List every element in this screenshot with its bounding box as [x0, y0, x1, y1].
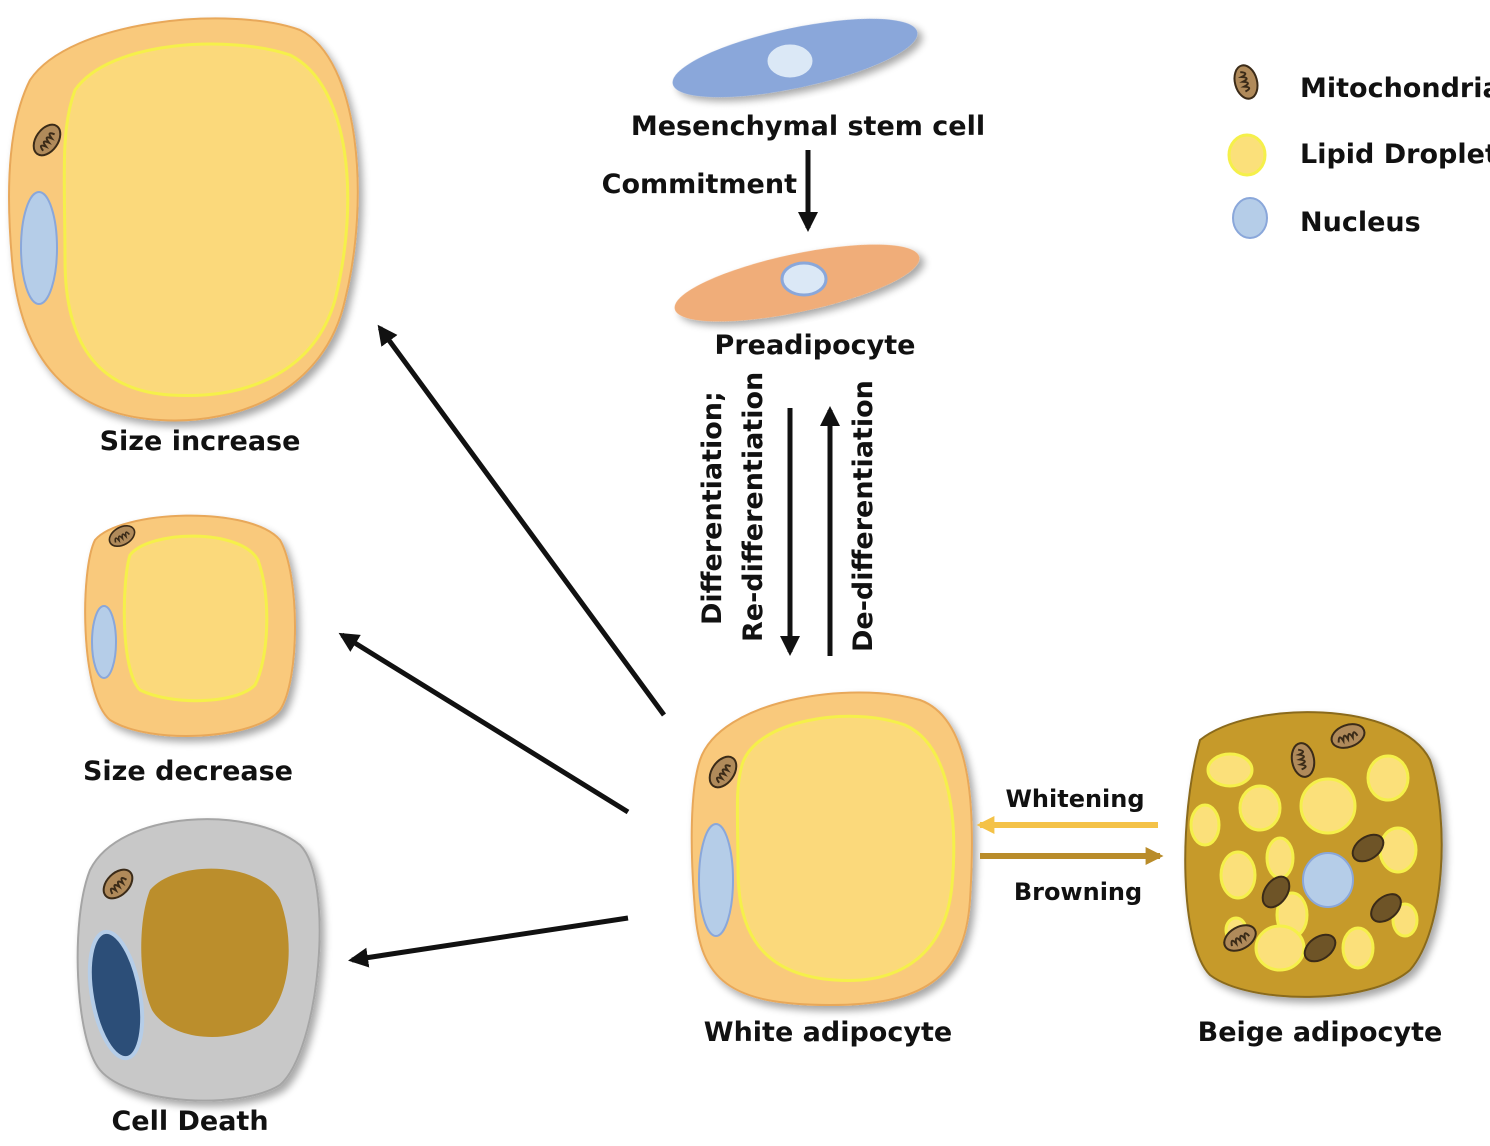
arrow-to-cell-death	[348, 915, 629, 968]
legend-nucleus-label: Nucleus	[1300, 207, 1421, 238]
beige-adipocyte-cell	[1184, 711, 1443, 998]
size-decrease-cell	[84, 514, 296, 738]
legend-nucleus-icon	[1232, 197, 1268, 239]
legend-lipid-droplet-label: Lipid Droplet	[1300, 139, 1490, 170]
legend: Mitochondria Lipid Droplet Nucleus	[1227, 61, 1490, 239]
white-adipocyte-cell	[690, 691, 974, 1007]
preadipocyte-cell	[674, 244, 920, 322]
size-decrease-label: Size decrease	[83, 756, 293, 787]
legend-mitochondria-icon	[1229, 61, 1263, 103]
preadipocyte-label: Preadipocyte	[715, 330, 916, 361]
white-adipocyte-label: White adipocyte	[704, 1017, 952, 1048]
legend-lipid-droplet-icon	[1227, 133, 1267, 177]
cell-death-label: Cell Death	[111, 1106, 268, 1137]
mesenchymal-stem-cell	[672, 18, 918, 98]
re-differentiation-label: Re-differentiation	[738, 372, 769, 642]
size-increase-cell	[8, 17, 359, 422]
differentiation-label: Differentiation;	[697, 391, 728, 625]
arrow-to-size-increase	[377, 324, 667, 717]
de-differentiation-label: De-differentiation	[848, 380, 879, 652]
whitening-label: Whitening	[1005, 785, 1144, 813]
size-increase-label: Size increase	[100, 426, 301, 457]
arrow-to-size-decrease	[338, 632, 630, 815]
cell-death-cell	[76, 818, 321, 1102]
legend-mitochondria-label: Mitochondria	[1300, 73, 1490, 104]
commitment-label: Commitment	[602, 169, 797, 200]
beige-adipocyte-label: Beige adipocyte	[1198, 1017, 1443, 1048]
browning-label: Browning	[1014, 878, 1142, 906]
mesenchymal-stem-cell-label: Mesenchymal stem cell	[631, 111, 985, 142]
